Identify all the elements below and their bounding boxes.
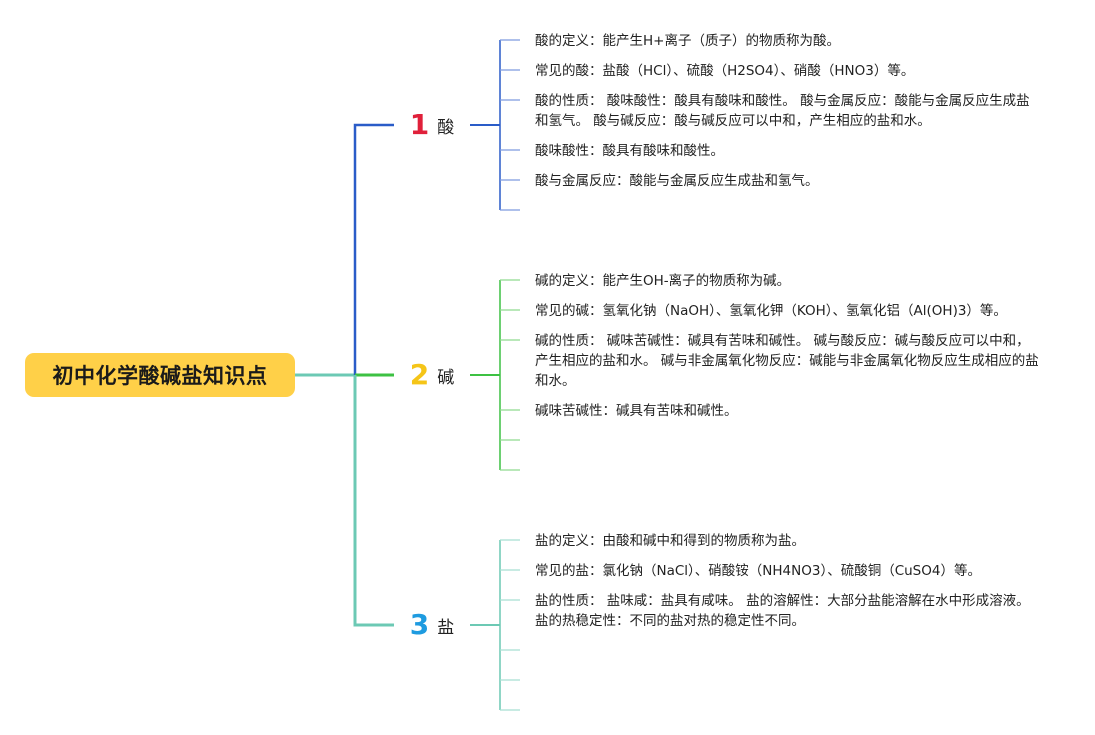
root-topic[interactable]: 初中化学酸碱盐知识点 bbox=[25, 353, 295, 397]
root-topic-label: 初中化学酸碱盐知识点 bbox=[52, 364, 268, 388]
leaf-topic[interactable]: 常见的酸：盐酸（HCl）、硫酸（H2SO4）、硝酸（HNO3）等。 bbox=[535, 63, 915, 79]
branch-topic-salt[interactable]: 3 盐 bbox=[394, 606, 470, 644]
leaf-topic[interactable]: 酸的定义：能产生H+离子（质子）的物质称为酸。 bbox=[535, 33, 840, 49]
branch-topic-base[interactable]: 2 碱 bbox=[394, 356, 470, 394]
branch-number: 3 bbox=[409, 608, 430, 641]
branch-label: 盐 bbox=[437, 617, 455, 638]
leaf-topic[interactable]: 碱味苦碱性：碱具有苦味和碱性。 bbox=[535, 403, 738, 419]
leaf-topic[interactable]: 酸的性质： 酸味酸性：酸具有酸味和酸性。 酸与金属反应：酸能与金属反应生成盐和氢… bbox=[535, 93, 1030, 129]
leaf-topic[interactable]: 酸味酸性：酸具有酸味和酸性。 bbox=[535, 143, 724, 159]
branch-1-connector bbox=[353, 123, 394, 375]
leaf-topic[interactable]: 盐的性质： 盐味咸：盐具有咸味。 盐的溶解性：大部分盐能溶解在水中形成溶液。 盐… bbox=[535, 593, 1030, 629]
leaf-topic[interactable]: 常见的盐：氯化钠（NaCl）、硝酸铵（NH4NO3）、硫酸铜（CuSO4）等。 bbox=[535, 563, 981, 579]
branch-label: 酸 bbox=[437, 117, 455, 138]
branch-topic-acid[interactable]: 1 酸 bbox=[394, 106, 470, 144]
branch-number: 1 bbox=[409, 108, 430, 141]
leaf-topic[interactable]: 酸与金属反应：酸能与金属反应生成盐和氢气。 bbox=[535, 173, 819, 189]
leaf-topic[interactable]: 盐的定义：由酸和碱中和得到的物质称为盐。 bbox=[535, 533, 805, 549]
branch-number: 2 bbox=[409, 358, 430, 391]
branch-3-connector bbox=[353, 375, 394, 627]
leaf-topic[interactable]: 碱的定义：能产生OH-离子的物质称为碱。 bbox=[535, 273, 791, 289]
leaf-topic[interactable]: 碱的性质： 碱味苦碱性：碱具有苦味和碱性。 碱与酸反应：碱与酸反应可以中和，产生… bbox=[535, 333, 1039, 389]
branch-label: 碱 bbox=[437, 367, 455, 388]
leaf-topic[interactable]: 常见的碱：氢氧化钠（NaOH）、氢氧化钾（KOH）、氢氧化铝（Al(OH)3）等… bbox=[535, 303, 1007, 319]
